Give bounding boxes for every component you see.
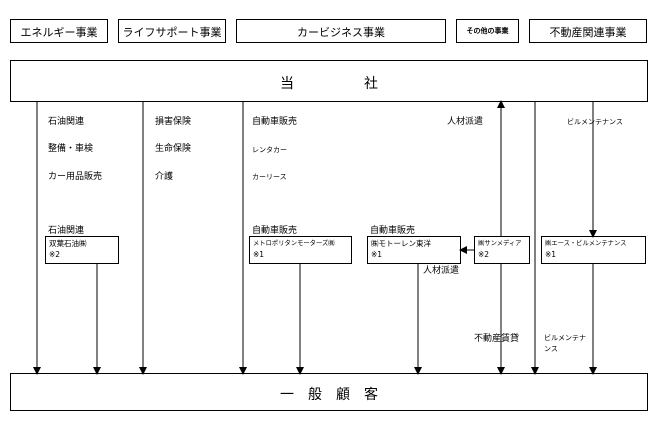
realestate-subsidiary-note: ※1 xyxy=(545,250,557,259)
energy-service-oil: 石油関連 xyxy=(48,117,85,127)
company-box: 当 社 xyxy=(10,60,648,102)
segment-energy-box: エネルギー事業 xyxy=(10,19,108,43)
energy-subsidiary-name: 双葉石油㈱ xyxy=(49,239,87,248)
customers-box: 一 般 顧 客 xyxy=(10,373,648,411)
other-staffing-mid: 人材派遣 xyxy=(423,266,460,276)
car-service-sales: 自動車販売 xyxy=(252,117,298,127)
segment-life-box: ライフサポート事業 xyxy=(118,19,226,43)
energy-subsidiary-box: 双葉石油㈱ ※2 xyxy=(45,236,119,264)
car-service-lease: カーリース xyxy=(252,173,287,181)
energy-service-carparts: カー用品販売 xyxy=(48,172,103,182)
segment-realestate-label: 不動産関連事業 xyxy=(549,26,627,39)
other-subsidiary-box: ㈱サンメディア ※2 xyxy=(474,236,530,264)
other-subsidiary-note: ※2 xyxy=(478,250,490,259)
car-subsidiary1-box: メトロポリタンモーターズ㈱ ※1 xyxy=(249,236,352,264)
segment-life-label: ライフサポート事業 xyxy=(122,26,222,39)
segment-energy-label: エネルギー事業 xyxy=(20,26,98,39)
life-service-care: 介護 xyxy=(155,172,174,182)
segment-realestate-box: 不動産関連事業 xyxy=(529,19,647,43)
segment-other-box: その他の事業 xyxy=(456,19,519,43)
life-service-nonlife-insurance: 損害保険 xyxy=(155,117,192,127)
realestate-subsidiary-name: ㈱エース・ビルメンテナンス xyxy=(545,240,627,247)
energy-subsidiary-note: ※2 xyxy=(49,250,61,259)
energy-service-maintenance: 整備・車検 xyxy=(48,144,94,154)
customers-label: 一 般 顧 客 xyxy=(280,387,378,403)
realestate-subsidiary-box: ㈱エース・ビルメンテナンス ※1 xyxy=(541,236,646,264)
company-label: 当 社 xyxy=(280,76,378,92)
other-staffing-top: 人材派遣 xyxy=(447,117,484,127)
car-subsidiary2-note: ※1 xyxy=(371,250,383,259)
segment-other-label: その他の事業 xyxy=(466,27,509,35)
life-service-life-insurance: 生命保険 xyxy=(155,144,192,154)
car-subsidiary1-name: メトロポリタンモーターズ㈱ xyxy=(253,240,335,247)
energy-sub-label: 石油関連 xyxy=(48,226,85,236)
other-subsidiary-name: ㈱サンメディア xyxy=(478,240,522,247)
car-sub2-label: 自動車販売 xyxy=(370,226,416,236)
segment-car-box: カービジネス事業 xyxy=(236,19,446,43)
car-sub1-label: 自動車販売 xyxy=(252,226,298,236)
car-subsidiary2-box: ㈱モトーレン東洋 ※1 xyxy=(367,236,461,264)
realestate-service-bottom: ビルメンテナンス xyxy=(544,334,586,353)
car-service-rental: レンタカー xyxy=(252,146,287,154)
car-subsidiary2-name: ㈱モトーレン東洋 xyxy=(371,239,431,248)
realestate-service-top: ビルメンテナンス xyxy=(567,118,623,126)
other-rent: 不動産賃貸 xyxy=(474,334,520,344)
car-subsidiary1-note: ※1 xyxy=(253,250,265,259)
segment-car-label: カービジネス事業 xyxy=(297,26,385,39)
